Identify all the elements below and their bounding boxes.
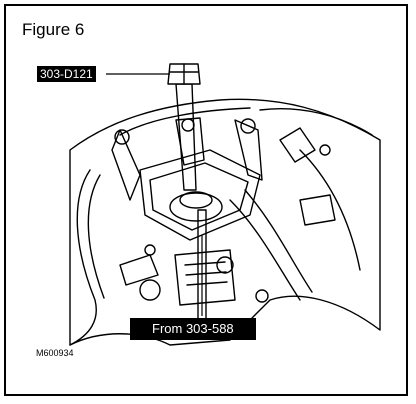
figure-id: M600934 — [36, 348, 74, 358]
engine-block-outline — [69, 98, 381, 346]
figure-title: Figure 6 — [22, 20, 85, 39]
hose-left — [69, 169, 97, 346]
puller-arm-right — [234, 119, 263, 181]
puller-hub — [169, 192, 223, 222]
hose-left-inner — [87, 174, 105, 299]
source-callout-label: From 303-588 — [130, 318, 256, 340]
puller-plate — [139, 149, 261, 241]
hose-right — [299, 149, 361, 271]
tool-callout-label: 303-D121 — [37, 66, 96, 82]
puller-arm-left — [111, 129, 141, 201]
